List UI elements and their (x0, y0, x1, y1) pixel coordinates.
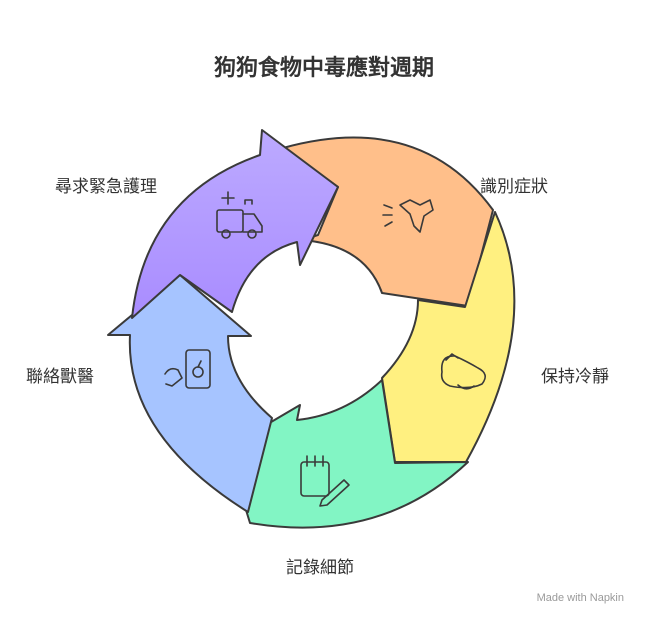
cycle-segment-stay-calm (381, 211, 516, 463)
step-label-identify-symptoms: 識別症狀 (480, 177, 548, 197)
cycle-segment-identify-symptoms (282, 136, 494, 307)
cycle-segment-contact-vet (107, 274, 273, 513)
step-label-contact-vet: 聯絡獸醫 (26, 367, 94, 387)
notepad-pen-icon (300, 455, 350, 507)
step-label-stay-calm: 保持冷靜 (541, 367, 609, 387)
diagram-title: 狗狗食物中毒應對週期 (213, 56, 434, 81)
dog-resting-icon (440, 353, 486, 390)
step-label-record-details: 記錄細節 (286, 558, 354, 578)
phone-contact-icon (164, 349, 211, 389)
cycle-segment-record-details (226, 379, 469, 529)
dog-sniffing-icon (382, 199, 434, 233)
step-label-emergency-care: 尋求緊急護理 (55, 177, 157, 197)
napkin-watermark: Made with Napkin (536, 592, 624, 604)
cycle-segment-emergency-care (131, 129, 339, 319)
ambulance-icon (216, 191, 263, 239)
